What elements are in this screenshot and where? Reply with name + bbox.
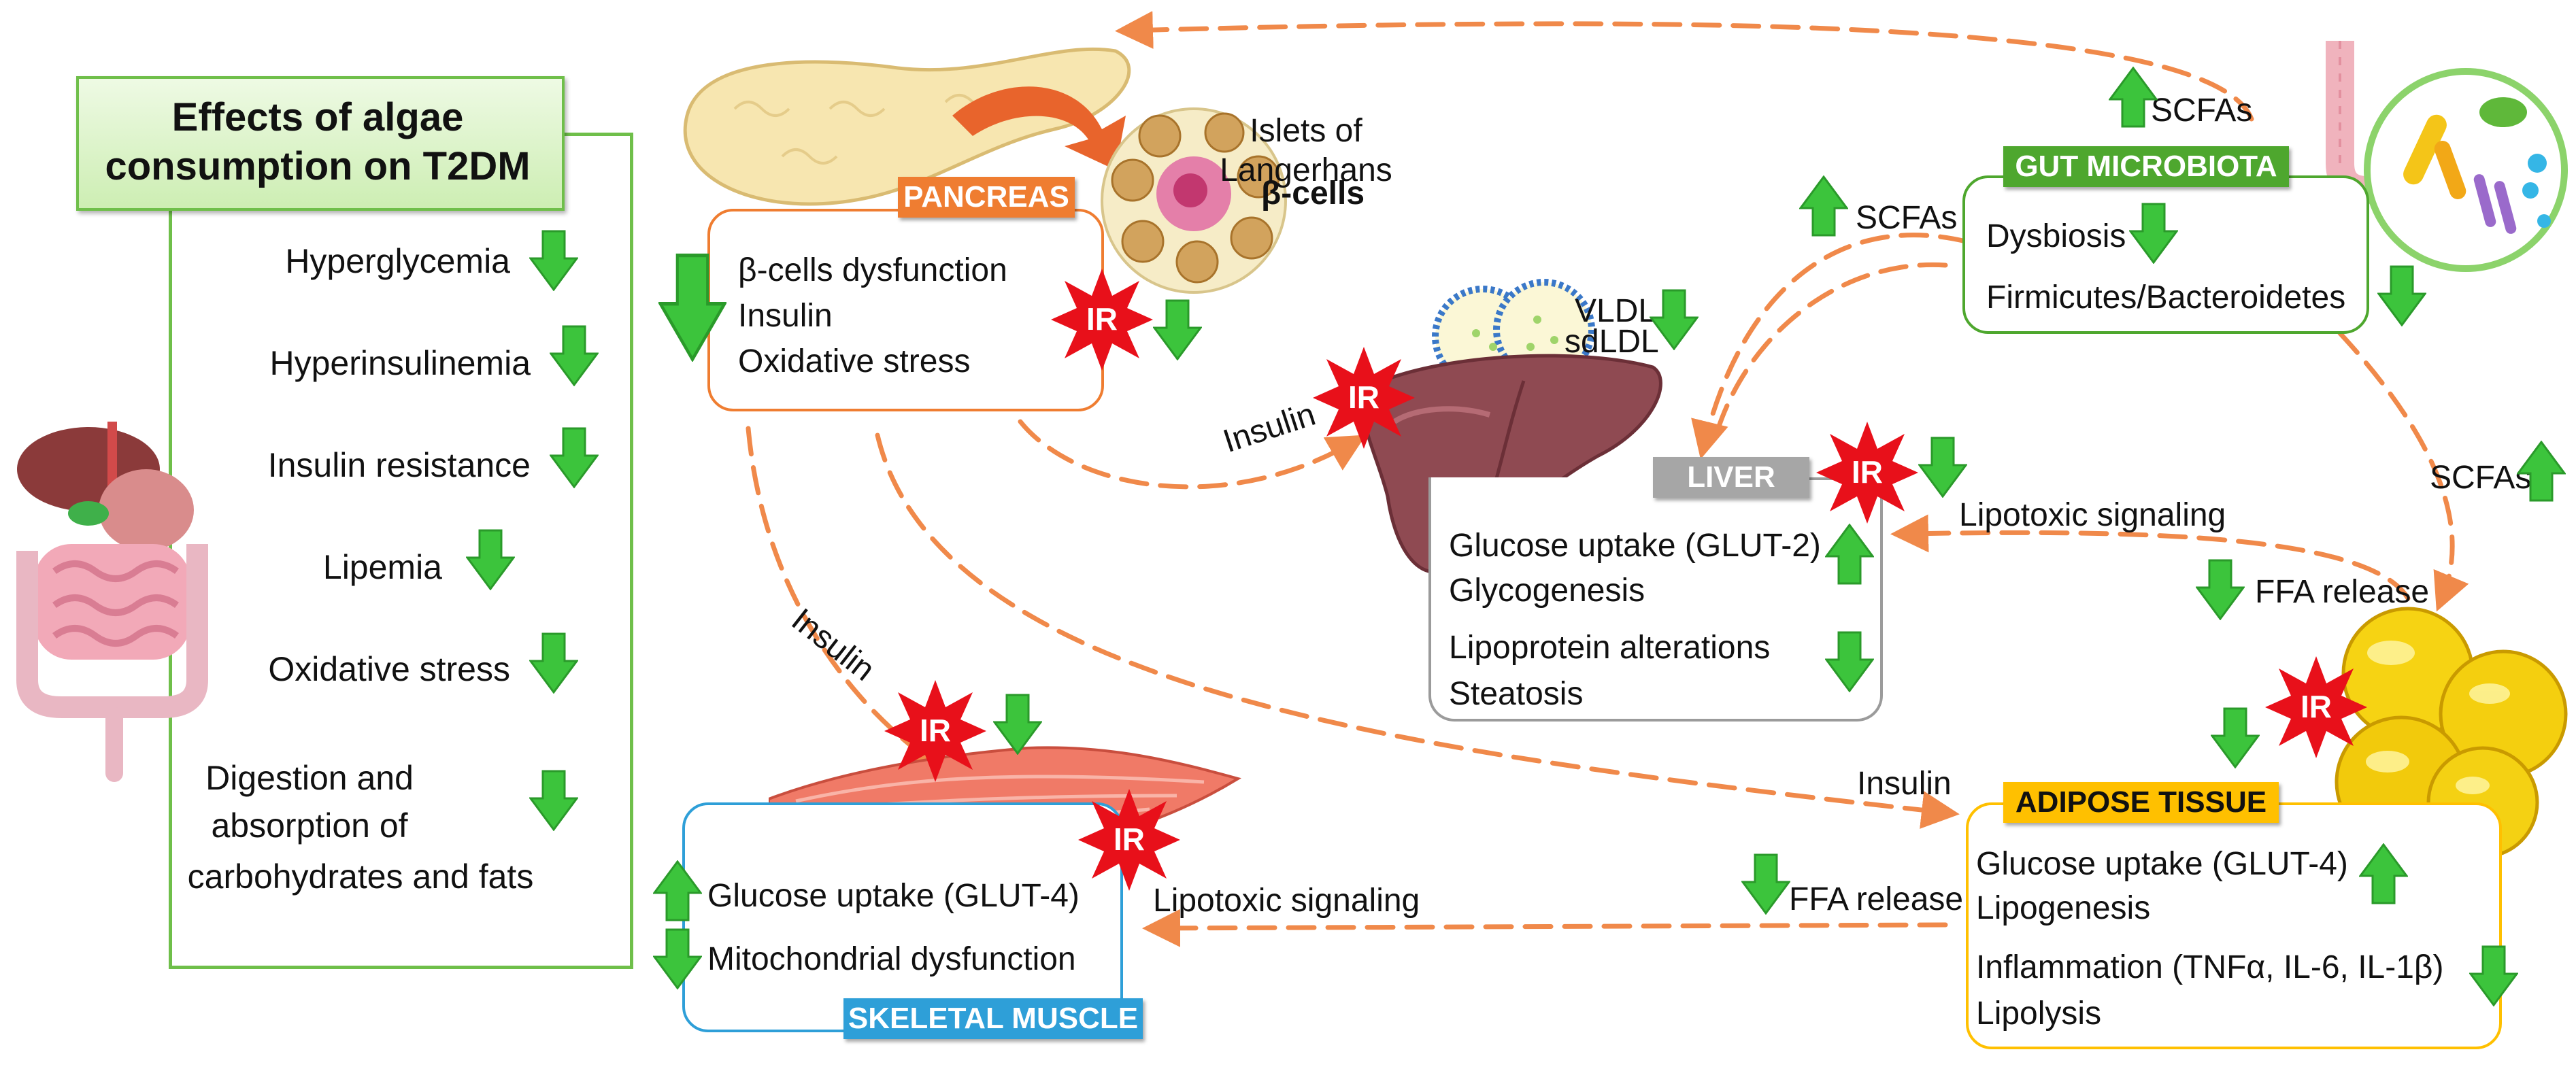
muscle-label: SKELETAL MUSCLE	[843, 998, 1143, 1039]
arrow-down-icon-insulin-resistance	[550, 427, 599, 488]
svg-text:IR: IR	[1114, 821, 1145, 857]
gut-label: GUT MICROBIOTA	[2003, 146, 2289, 187]
effect-item-oxidative-stress: Oxidative stress	[268, 650, 510, 688]
ir-badge-liver-insulin: IR	[1313, 347, 1415, 449]
arrow-gut-to-adipose	[2337, 330, 2469, 612]
arrow-down-icon-dysbiosis	[2129, 203, 2178, 264]
arrow-down-icon-liver-lipoprotein	[1825, 631, 1874, 692]
gut-line-dysbiosis: Dysbiosis	[1986, 218, 2126, 254]
adipose-line-inflammation: Inflammation (TNFα, IL-6, IL-1β)	[1976, 949, 2444, 985]
ffa-release-label-muscle: FFA release	[1789, 881, 1964, 917]
vldl-label: VLDL	[1575, 293, 1657, 329]
ir-badge-liver: IR	[1816, 422, 1918, 524]
arrow-up-icon-adipose-glucose	[2359, 843, 2408, 904]
beta-cells-label: β-cells	[1260, 175, 1365, 211]
ir-badge-muscle: IR	[1078, 789, 1180, 891]
scfas-label-right: SCFAs	[2430, 460, 2532, 496]
arrow-down-icon-firmicutes	[2377, 265, 2426, 326]
pancreas-line-insulin: Insulin	[738, 298, 833, 334]
liver-line-glycogenesis: Glycogenesis	[1449, 573, 1645, 609]
pancreas-label: PANCREAS	[898, 177, 1075, 218]
arrow-down-icon-vldl	[1650, 289, 1699, 350]
liver-line-steatosis: Steatosis	[1449, 676, 1584, 712]
muscle-line-glucose-uptake: Glucose uptake (GLUT-4)	[707, 878, 1080, 914]
arrow-down-icon-ffa-liver	[2196, 559, 2245, 620]
adipose-line-lipogenesis: Lipogenesis	[1976, 890, 2151, 926]
arrow-up-icon-scfas-middle	[1799, 175, 1848, 237]
arrow-gut-to-liver-2	[1711, 262, 1948, 445]
arrow-down-icon-digestion	[529, 770, 578, 831]
effect-item-insulin-resistance: Insulin resistance	[267, 446, 531, 484]
effect-item-digestion-line1: Digestion and	[205, 759, 414, 797]
ffa-release-label-liver: FFA release	[2255, 574, 2430, 610]
islets-label-line1: Islets of	[1250, 113, 1362, 149]
gut-line-firmicutes: Firmicutes/Bacteroidetes	[1986, 279, 2346, 316]
arrow-down-icon-pancreas-large	[658, 253, 726, 362]
pancreas-line-beta-dysfunction: β-cells dysfunction	[738, 252, 1007, 288]
arrow-down-icon-muscle-mitochondrial	[653, 928, 702, 989]
adipose-label: ADIPOSE TISSUE	[2003, 782, 2279, 823]
islets-label-line2: Langerhans	[1220, 152, 1392, 188]
effect-item-hyperglycemia: Hyperglycemia	[285, 242, 510, 280]
arrow-up-icon-muscle-glucose	[653, 860, 702, 921]
arrow-down-icon-adipose-ir	[2211, 707, 2260, 768]
effect-item-lipemia: Lipemia	[322, 548, 442, 586]
arrow-down-icon-oxidative-stress	[529, 632, 578, 694]
scfas-label-middle: SCFAs	[1856, 200, 1958, 236]
muscle-box	[682, 802, 1123, 1032]
ir-badge-muscle-insulin: IR	[884, 680, 986, 782]
liver-label: LIVER	[1653, 457, 1809, 498]
arrow-adipose-to-liver	[1890, 514, 2411, 601]
microbiota-illustration	[2364, 68, 2568, 272]
effect-item-hyperinsulinemia: Hyperinsulinemia	[269, 344, 531, 382]
liver-line-lipoprotein: Lipoprotein alterations	[1449, 630, 1771, 666]
arrow-down-icon-adipose-inflammation	[2469, 945, 2518, 1006]
arrow-gut-to-pancreas	[1115, 11, 2254, 122]
pancreas-line-oxidative-stress: Oxidative stress	[738, 343, 971, 379]
effects-title-line1: Effects of algae	[171, 95, 464, 139]
adipose-line-lipolysis: Lipolysis	[1976, 996, 2102, 1032]
arrow-adipose-to-muscle	[1142, 909, 1948, 947]
arrow-up-icon-liver-glucose	[1825, 524, 1874, 585]
lipotoxic-label-muscle: Lipotoxic signaling	[1153, 883, 1420, 919]
arrow-gut-to-liver-1	[1691, 233, 1969, 460]
svg-text:IR: IR	[2301, 689, 2332, 724]
arrow-down-icon-hyperglycemia	[529, 230, 578, 291]
lipotoxic-label-liver: Lipotoxic signaling	[1959, 497, 2226, 533]
svg-text:IR: IR	[920, 713, 951, 748]
arrow-down-icon-beta-cells	[1153, 299, 1202, 360]
arrow-pancreas-to-adipose	[875, 432, 1960, 829]
svg-text:IR: IR	[1852, 454, 1883, 490]
arrow-up-icon-scfas-top	[2109, 67, 2158, 128]
effect-item-digestion-line3: carbohydrates and fats	[187, 858, 534, 896]
arrow-down-icon-ffa-muscle	[1741, 853, 1790, 915]
effects-title-line2: consumption on T2DM	[105, 144, 531, 188]
arrow-pancreas-to-liver	[1018, 419, 1367, 490]
effects-title-box	[76, 76, 565, 211]
islet-illustration	[1101, 107, 1287, 294]
sdldl-label: sdLDL	[1565, 324, 1659, 360]
insulin-label-adipose: Insulin	[1857, 766, 1952, 802]
adipose-line-glucose-uptake: Glucose uptake (GLUT-4)	[1976, 846, 2348, 882]
arrow-up-icon-scfas-right	[2517, 441, 2566, 502]
muscle-line-mitochondrial: Mitochondrial dysfunction	[707, 941, 1076, 977]
liver-box	[1428, 477, 1883, 722]
ir-badge-pancreas: IR	[1051, 269, 1153, 371]
effect-item-digestion-line2: absorption of	[211, 807, 408, 845]
svg-text:IR: IR	[1086, 301, 1118, 337]
arrow-down-icon-liver-ir	[1918, 437, 1967, 498]
zoom-arrow	[952, 86, 1126, 170]
scfas-label-top: SCFAs	[2151, 92, 2253, 129]
digestive-system-illustration	[16, 422, 208, 782]
svg-text:IR: IR	[1348, 379, 1379, 415]
arrow-down-icon-hyperinsulinemia	[550, 325, 599, 386]
arrow-down-icon-lipemia	[466, 529, 515, 590]
arrow-down-icon-muscle-ir	[993, 694, 1042, 755]
liver-line-glucose-uptake: Glucose uptake (GLUT-2)	[1449, 528, 1821, 564]
ir-badge-adipose: IR	[2265, 656, 2367, 758]
